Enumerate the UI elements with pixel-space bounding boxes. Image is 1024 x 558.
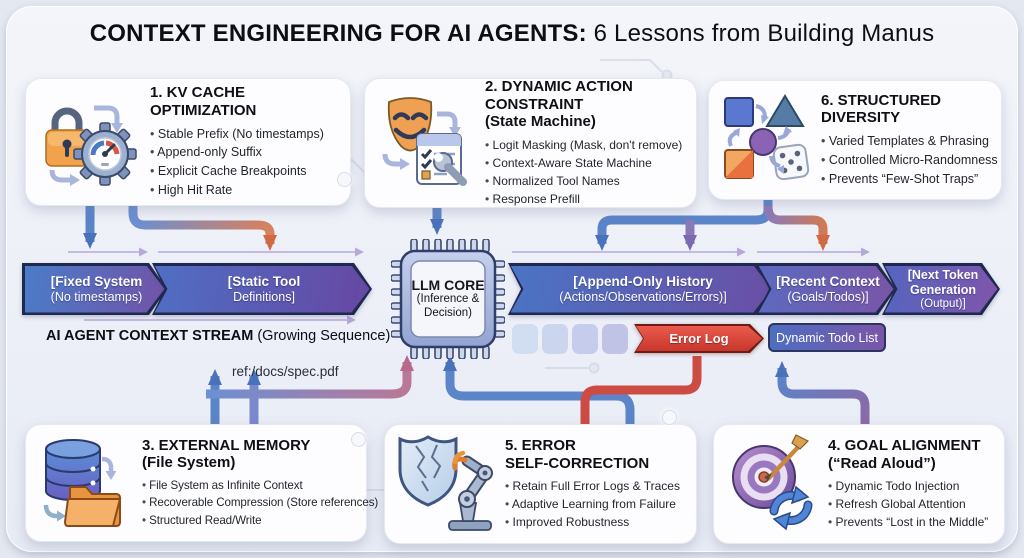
- bullet: Explicit Cache Breakpoints: [150, 162, 338, 181]
- context-slot: [602, 324, 628, 354]
- chevron-append-only-history: [Append-Only History(Actions/Observation…: [508, 263, 774, 315]
- card-error-self-correction: 5. ERROR SELF-CORRECTION Retain Full Err…: [384, 424, 697, 544]
- chevron-label: Generation: [910, 282, 976, 297]
- chevron-label: [Static Tool: [227, 273, 301, 289]
- context-slot: [512, 324, 538, 354]
- shapes-dice-icon: [721, 92, 813, 188]
- chevron-label: (Actions/Observations/Errors)]: [559, 290, 727, 305]
- bullet: Dynamic Todo Injection: [828, 477, 992, 495]
- card-subtitle: (File System): [142, 454, 236, 472]
- bullet: Stable Prefix (No timestamps): [150, 125, 338, 144]
- glow-node: [337, 172, 352, 187]
- card-subtitle: (State Machine): [485, 113, 596, 131]
- card-title: 6. STRUCTURED DIVERSITY: [821, 91, 942, 127]
- title-emphasis: CONTEXT ENGINEERING FOR AI AGENTS:: [89, 20, 587, 47]
- llm-core-subtitle: Decision): [424, 307, 472, 319]
- bullet: Varied Templates & Phrasing: [821, 132, 989, 151]
- bullet: Refresh Global Attention: [828, 495, 992, 513]
- chevron-recent-context: [Recent Context(Goals/Todos)]: [756, 263, 896, 315]
- card-title: 1. KV CACHE OPTIMIZATION: [150, 84, 257, 119]
- bullet: Prevents “Few-Shot Traps”: [821, 170, 989, 189]
- chevron-label: (Goals/Todos)]: [787, 290, 869, 305]
- context-slot: [542, 324, 568, 354]
- title-rest: 6 Lessons from Building Manus: [586, 20, 935, 47]
- card-title: 2. DYNAMIC ACTION CONSTRAINT: [485, 77, 633, 113]
- card-dynamic-action-constraint: 2. DYNAMIC ACTION CONSTRAINT (State Mach…: [364, 78, 697, 208]
- card-title: 4. GOAL ALIGNMENT: [828, 436, 981, 454]
- glow-node: [662, 410, 677, 425]
- stream-label-emphasis: AI AGENT CONTEXT STREAM: [46, 328, 254, 344]
- cracked-shield-robot-arm-icon: [397, 433, 497, 535]
- bullet: Prevents “Lost in the Middle”: [828, 513, 992, 531]
- chevron-label: [Fixed System: [50, 273, 143, 289]
- llm-core-label: LLM CORE (Inference & Decision): [411, 261, 485, 337]
- llm-core-chip: LLM CORE (Inference & Decision): [390, 238, 506, 360]
- chevron-label: [Append-Only History: [573, 273, 713, 289]
- target-dart-refresh-icon: [726, 433, 820, 535]
- mask-checklist-icon: [377, 92, 477, 194]
- card-title: 3. EXTERNAL MEMORY: [142, 436, 311, 454]
- chevron-label: [Next Token: [907, 267, 979, 282]
- bullet: Recoverable Compression (Store reference…: [142, 494, 378, 511]
- bullet: Improved Robustness: [505, 513, 684, 531]
- chevron-fixed-system: [Fixed System(No timestamps): [22, 263, 167, 315]
- todo-list-label: Dynamic Todo List: [776, 330, 878, 345]
- error-log-chevron: Error Log: [634, 324, 764, 353]
- card-subtitle: SELF-CORRECTION: [505, 454, 650, 472]
- database-folder-icon: [38, 433, 134, 533]
- card-goal-alignment: 4. GOAL ALIGNMENT (“Read Aloud”) Dynamic…: [713, 424, 1005, 544]
- card-title: 5. ERROR: [505, 436, 576, 454]
- bullet: File System as Infinite Context: [142, 477, 354, 494]
- ref-path-label: ref:/docs/spec.pdf: [232, 364, 339, 379]
- stream-guides: [68, 247, 870, 325]
- bullet: High Hit Rate: [150, 181, 338, 200]
- card-kv-cache-optimization: 1. KV CACHE OPTIMIZATION Stable Prefix (…: [25, 78, 351, 206]
- llm-core-title: LLM CORE: [411, 277, 485, 294]
- glow-node: [351, 432, 366, 447]
- card-structured-diversity: 6. STRUCTURED DIVERSITY Varied Templates…: [708, 80, 1002, 200]
- context-slot: [572, 324, 598, 354]
- bullet: Context-Aware State Machine: [485, 154, 684, 172]
- bullet: Logit Masking (Mask, don't remove): [485, 136, 684, 154]
- card-subtitle: (“Read Aloud”): [828, 454, 936, 472]
- dynamic-todo-list-pill: Dynamic Todo List: [768, 323, 886, 352]
- bullet: Controlled Micro-Randomness: [821, 151, 998, 170]
- bullet: Structured Read/Write: [142, 512, 354, 529]
- bullet: Normalized Tool Names: [485, 172, 684, 190]
- card-external-memory: 3. EXTERNAL MEMORY (File System) File Sy…: [25, 424, 378, 542]
- chevron-label: Definitions]: [233, 290, 295, 305]
- bullet: Retain Full Error Logs & Traces: [505, 477, 684, 495]
- bullet: Response Prefill: [485, 190, 684, 208]
- bullet: Append-only Suffix: [150, 143, 338, 162]
- chevron-label: (Output)]: [920, 297, 966, 310]
- context-stream-label: AI AGENT CONTEXT STREAM (Growing Sequenc…: [46, 328, 390, 344]
- error-log-label: Error Log: [669, 331, 729, 346]
- bullet: Adaptive Learning from Failure: [505, 495, 684, 513]
- flow-arrows: [83, 199, 870, 424]
- stream-label-rest: (Growing Sequence): [253, 328, 391, 344]
- lock-gauge-gear-icon: [38, 92, 142, 192]
- chevron-label: (No timestamps): [50, 290, 143, 305]
- llm-core-subtitle: (Inference &: [416, 293, 480, 306]
- chevron-label: [Recent Context: [776, 273, 880, 289]
- chip-icon: [390, 238, 506, 360]
- page-title: CONTEXT ENGINEERING FOR AI AGENTS: 6 Les…: [0, 20, 1024, 48]
